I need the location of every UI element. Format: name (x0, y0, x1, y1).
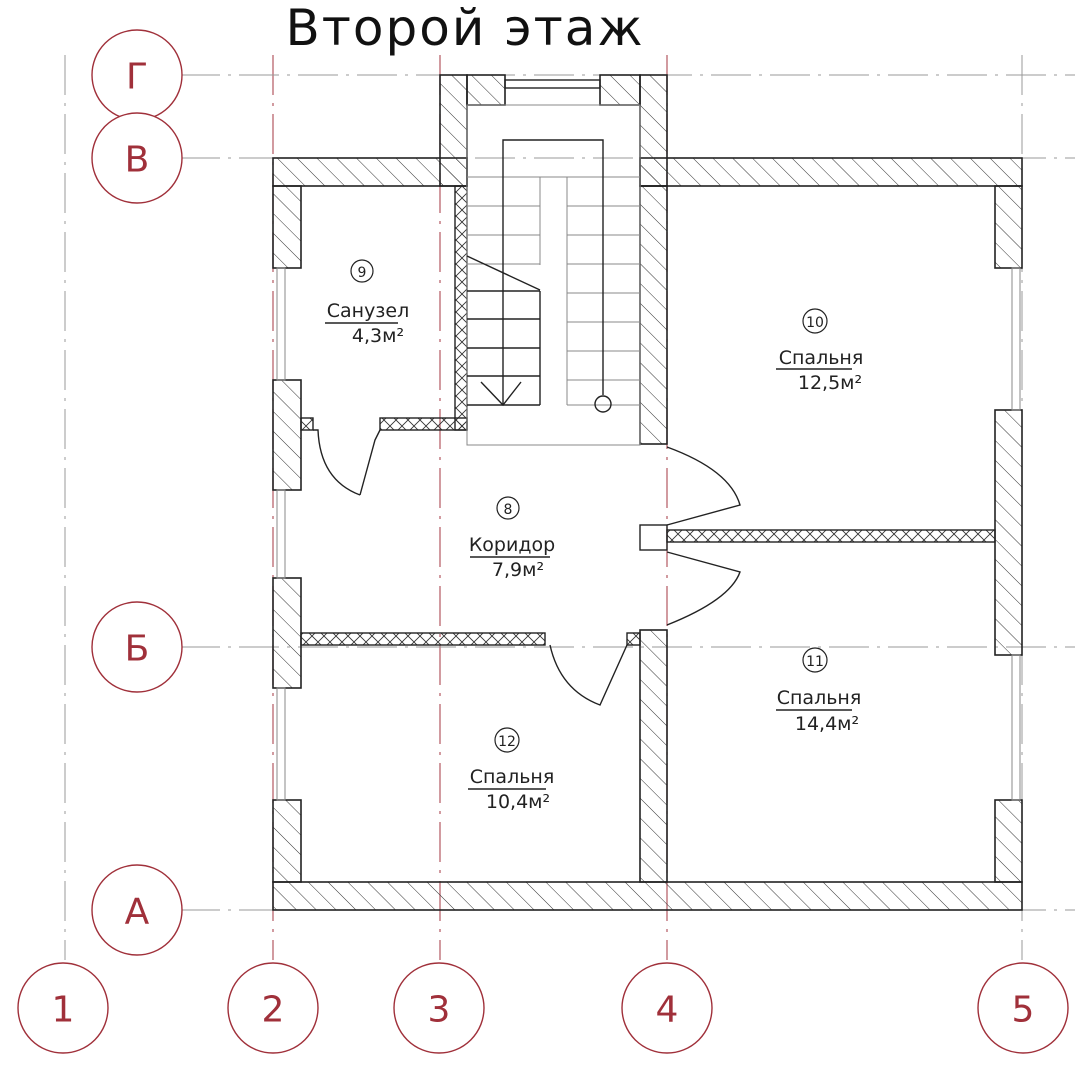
svg-text:1: 1 (52, 990, 75, 1031)
svg-text:Спальня: Спальня (777, 687, 862, 709)
axis-bubble-5: 5 (977, 962, 1069, 1054)
svg-text:9: 9 (358, 265, 367, 281)
svg-text:Санузел: Санузел (327, 300, 410, 322)
staircase (466, 104, 641, 446)
svg-text:8: 8 (504, 502, 513, 518)
svg-text:Спальня: Спальня (470, 766, 555, 788)
svg-text:Б: Б (125, 629, 150, 670)
axis-bubble-4: 4 (621, 962, 713, 1054)
axis-bubble-b: Б (91, 601, 183, 693)
svg-text:3: 3 (428, 990, 451, 1031)
svg-text:11: 11 (806, 654, 824, 670)
svg-text:4: 4 (656, 990, 679, 1031)
svg-text:А: А (125, 892, 150, 933)
doors (313, 429, 741, 706)
axis-bubble-g: Г (91, 29, 183, 121)
svg-text:12: 12 (498, 734, 516, 750)
axis-bubble-v: В (91, 112, 183, 204)
partitions (300, 185, 996, 646)
room-9: 9 Санузел 4,3м² (325, 259, 410, 347)
room-8: 8 Коридор 7,9м² (469, 496, 555, 581)
axis-bubble-2: 2 (227, 962, 319, 1054)
svg-text:10,4м²: 10,4м² (486, 791, 550, 813)
axis-bubble-3: 3 (393, 962, 485, 1054)
plan-title: Второй этаж (286, 0, 645, 57)
axis-bubble-1: 1 (17, 962, 109, 1054)
svg-text:2: 2 (262, 990, 285, 1031)
svg-text:Спальня: Спальня (779, 347, 864, 369)
exterior-walls (272, 74, 1023, 911)
room-11: 11 Спальня 14,4м² (776, 647, 862, 735)
room-12: 12 Спальня 10,4м² (468, 727, 555, 813)
svg-text:12,5м²: 12,5м² (798, 372, 862, 394)
svg-text:5: 5 (1012, 990, 1035, 1031)
svg-text:10: 10 (806, 315, 824, 331)
svg-text:Коридор: Коридор (469, 534, 555, 556)
svg-text:4,3м²: 4,3м² (352, 325, 404, 347)
room-10: 10 Спальня 12,5м² (776, 308, 864, 394)
windows (276, 79, 1021, 801)
svg-text:Г: Г (126, 57, 148, 98)
svg-text:7,9м²: 7,9м² (492, 559, 544, 581)
svg-text:В: В (125, 140, 150, 181)
svg-text:14,4м²: 14,4м² (795, 713, 859, 735)
axis-grid (64, 55, 1075, 960)
axis-bubble-a: А (91, 864, 183, 956)
